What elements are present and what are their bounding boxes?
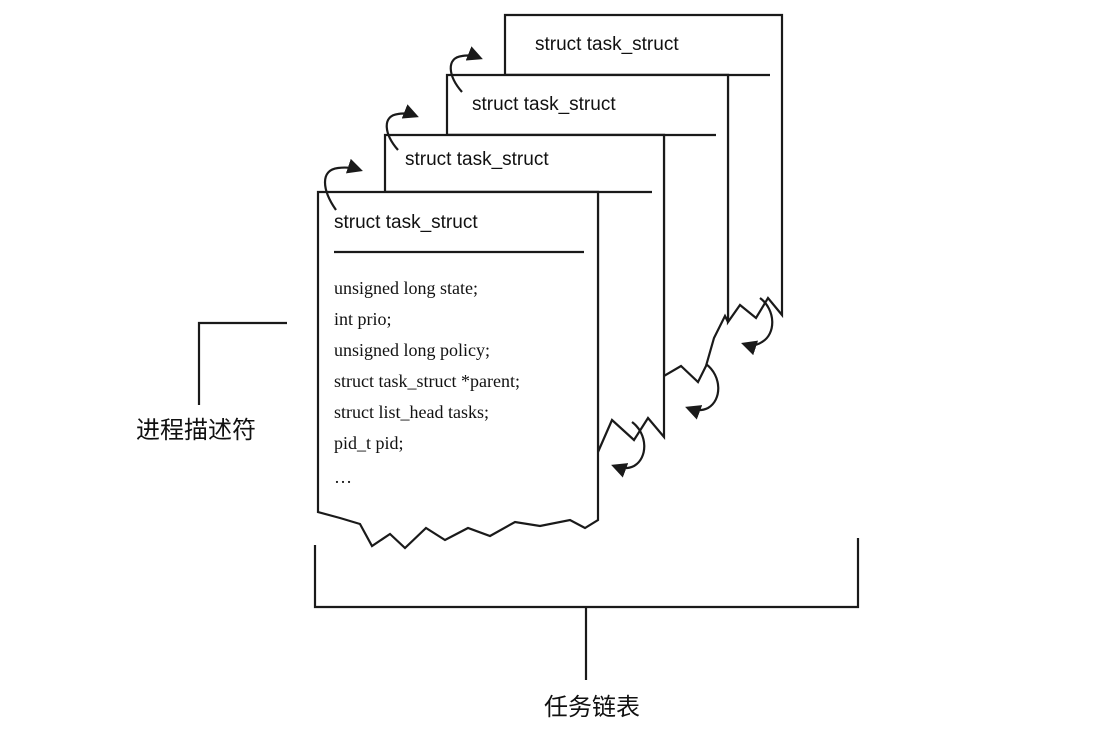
field-state: unsigned long state; — [334, 278, 478, 298]
card-header-2: struct task_struct — [405, 149, 549, 170]
card-header-1: struct task_struct — [334, 212, 478, 233]
field-parent: struct task_struct *parent; — [334, 371, 520, 391]
next-arrow-1 — [323, 158, 363, 211]
card-header-4: struct task_struct — [535, 34, 679, 55]
field-tasks: struct list_head tasks; — [334, 402, 489, 422]
task-struct-card-1: struct task_struct unsigned long state; … — [316, 190, 600, 550]
task-list-label: 任务链表 — [544, 693, 640, 721]
field-policy: unsigned long policy; — [334, 340, 490, 360]
prev-arrow-2 — [685, 363, 720, 420]
descriptor-callout: 进程描述符 — [136, 321, 287, 444]
task-list-bracket — [313, 538, 860, 609]
prev-arrow-3 — [611, 421, 646, 478]
prev-link-arrows — [611, 297, 774, 478]
field-ellipsis: … — [334, 467, 352, 487]
field-prio: int prio; — [334, 309, 392, 329]
next-link-arrows — [323, 46, 483, 211]
task-list-callout: 任务链表 — [313, 538, 860, 721]
card-header-3: struct task_struct — [472, 94, 616, 115]
field-pid: pid_t pid; — [334, 433, 404, 453]
task-struct-card-3: struct task_struct — [445, 73, 730, 384]
field-list: unsigned long state; int prio; unsigned … — [334, 278, 520, 487]
next-arrow-3 — [449, 46, 483, 93]
next-arrow-2 — [385, 104, 419, 151]
prev-arrow-1 — [741, 297, 774, 356]
descriptor-label: 进程描述符 — [136, 416, 256, 444]
descriptor-pointer-line — [197, 321, 287, 405]
